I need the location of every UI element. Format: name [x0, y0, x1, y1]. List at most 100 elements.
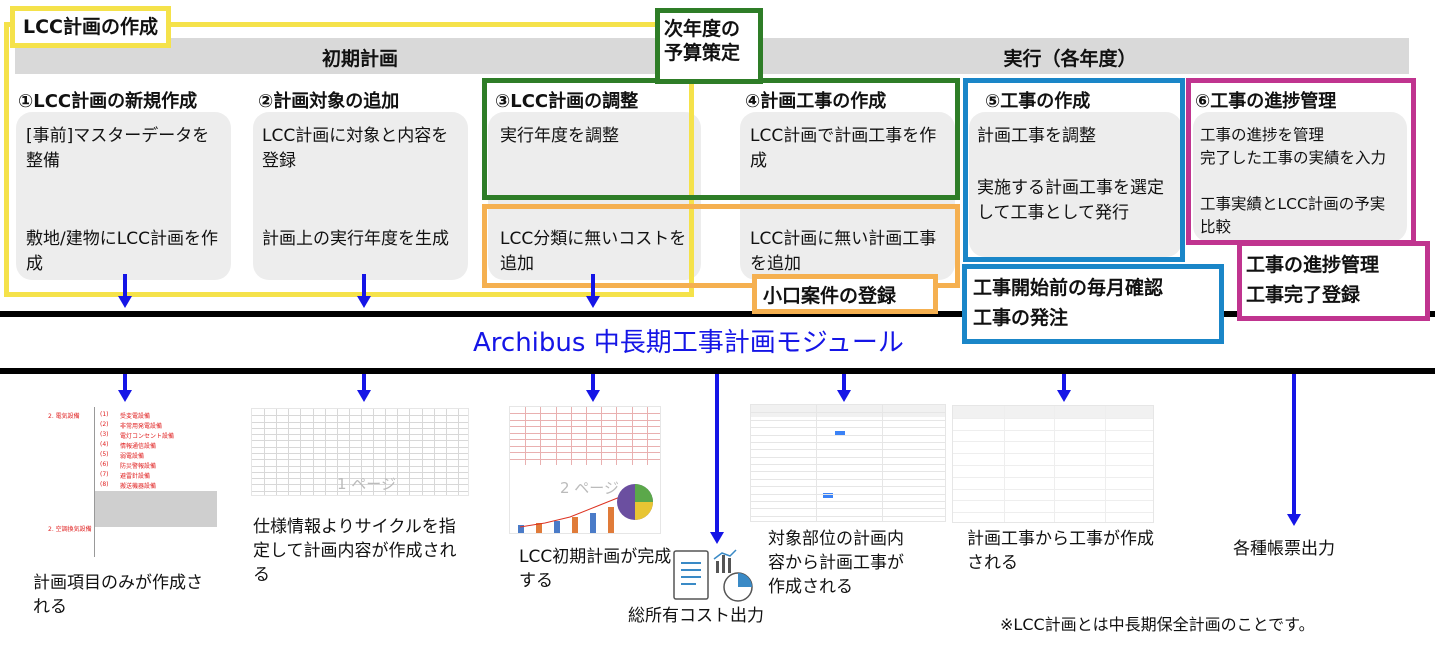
grid-col-line [300, 409, 301, 495]
grid-row-line [953, 489, 1153, 490]
grid-col-line [458, 409, 459, 495]
grid-col-line [540, 407, 541, 465]
grid-row-line [751, 457, 945, 458]
card-3-bottom: LCC分類に無いコストを追加 [500, 229, 687, 274]
chart-pie-slice-yellow [635, 502, 653, 520]
screen-5-header [953, 406, 1153, 418]
grid-col-line [632, 407, 633, 465]
grid-row-line [252, 466, 468, 467]
grid-col-line [1105, 406, 1106, 522]
phase-initial-label: 初期計画 [321, 48, 398, 70]
grid-row-line [252, 415, 468, 416]
arrow-5-down-shaft [1062, 374, 1066, 392]
plan-item-number: (7) [100, 471, 109, 478]
arrow-3-down [586, 390, 600, 402]
arrow-tco [710, 532, 724, 544]
tco-document-icon [673, 549, 753, 602]
module-title: Archibus 中長期工事計画モジュール [473, 328, 904, 358]
progress-group-box [1186, 78, 1416, 245]
progress-line-2: 工事完了登録 [1246, 284, 1361, 306]
grid-col-line [556, 407, 557, 465]
arrow-tco-shaft [715, 374, 719, 534]
grid-col-line [434, 409, 435, 495]
grid-row-line [510, 439, 660, 440]
step-title-5: ⑤工事の作成 [985, 91, 1091, 112]
arrow-4-down-shaft [842, 374, 846, 392]
grid-col-line [1004, 406, 1005, 522]
grid-row-line [252, 472, 468, 473]
plan-items-grey-band [95, 491, 217, 527]
monthly-check-line-1: 工事開始前の毎月確認 [973, 277, 1164, 299]
grid-row-line [751, 464, 945, 465]
grid-row-line [751, 494, 945, 495]
chart-bar [536, 523, 542, 533]
plan-item-name: 情報通信設備 [120, 443, 157, 450]
card-5-top: 計画工事を調整 [977, 126, 1096, 146]
arrow-6-down-shaft [1292, 374, 1296, 516]
spec-spreadsheet-thumbnail: 1 ページ [251, 408, 469, 496]
chart-bar [554, 521, 560, 533]
arrow-1-down-shaft [123, 374, 127, 392]
arrow-3-up [586, 296, 600, 308]
card-6-line-1: 工事の進捗を管理 [1200, 126, 1325, 144]
plan-items-divider [94, 407, 95, 557]
plan-item-name: 弱電設備 [120, 453, 145, 460]
grid-row-line [953, 453, 1153, 454]
plan-category-1: 2. 電気設備 [48, 413, 80, 420]
budget-label: 次年度の 予算策定 [655, 8, 763, 84]
plan-item-number: (3) [100, 431, 109, 438]
plan-item-number: (8) [100, 481, 109, 488]
arrow-2-down [357, 390, 371, 402]
chart-pie-slice-green [635, 484, 653, 502]
grid-row-line [751, 427, 945, 428]
arrow-3-up-shaft [591, 274, 595, 296]
footnote: ※LCC計画とは中長期保全計画のことです。 [1000, 615, 1315, 634]
grid-col-line [601, 407, 602, 465]
grid-row-line [751, 486, 945, 487]
plan-item-number: (6) [100, 461, 109, 468]
grid-row-line [751, 471, 945, 472]
grid-col-line [446, 409, 447, 495]
grid-col-line [816, 405, 817, 521]
card-5-bottom: 実施する計画工事を選定して工事として発行 [977, 178, 1164, 223]
grid-row-line [751, 420, 945, 421]
arrow-1-up-shaft [123, 274, 127, 296]
output-caption-4: 対象部位の計画内容から計画工事が作成される [768, 529, 904, 597]
output-caption-1: 計画項目のみが作成される [33, 573, 203, 617]
grid-row-line [252, 422, 468, 423]
grid-col-line [525, 407, 526, 465]
output-caption-tco: 総所有コスト出力 [628, 606, 764, 626]
card-3-top: 実行年度を調整 [500, 126, 619, 146]
monthly-check-label: 工事開始前の毎月確認 工事の発注 [962, 264, 1224, 344]
construction-group-box [963, 78, 1185, 262]
arrow-5-down [1057, 390, 1071, 402]
grid-row-line [953, 500, 1153, 501]
grid-row-line [252, 478, 468, 479]
card-6 [1193, 112, 1407, 242]
module-bottom-rule [0, 368, 1435, 374]
grid-row-line [751, 442, 945, 443]
small-project-group-box [482, 204, 960, 288]
card-6-line-2: 完了した工事の実績を入力 [1200, 149, 1387, 167]
step-title-3: ③LCC計画の調整 [495, 91, 639, 112]
screen-4-tab-2 [823, 493, 833, 498]
grid-col-line [616, 407, 617, 465]
grid-row-line [510, 446, 660, 447]
plan-item-name: 受変電設備 [120, 413, 151, 420]
grid-row-line [252, 459, 468, 460]
arrow-6-down [1287, 514, 1301, 526]
grid-row-line [510, 452, 660, 453]
grid-col-line [349, 409, 350, 495]
grid-col-line [397, 409, 398, 495]
grid-row-line [252, 484, 468, 485]
grid-col-line [288, 409, 289, 495]
screen-4-tab [835, 431, 845, 436]
arrow-2-up-shaft [362, 274, 366, 296]
plan-category-2: 2. 空調換気設備 [48, 526, 92, 533]
card-6-line-3: 工事実績とLCC計画の予実比較 [1200, 195, 1386, 236]
grid-col-line [361, 409, 362, 495]
progress-line-1: 工事の進捗管理 [1246, 254, 1380, 276]
grid-col-line [313, 409, 314, 495]
grid-col-line [571, 407, 572, 465]
works-screen-thumbnail [952, 405, 1154, 523]
